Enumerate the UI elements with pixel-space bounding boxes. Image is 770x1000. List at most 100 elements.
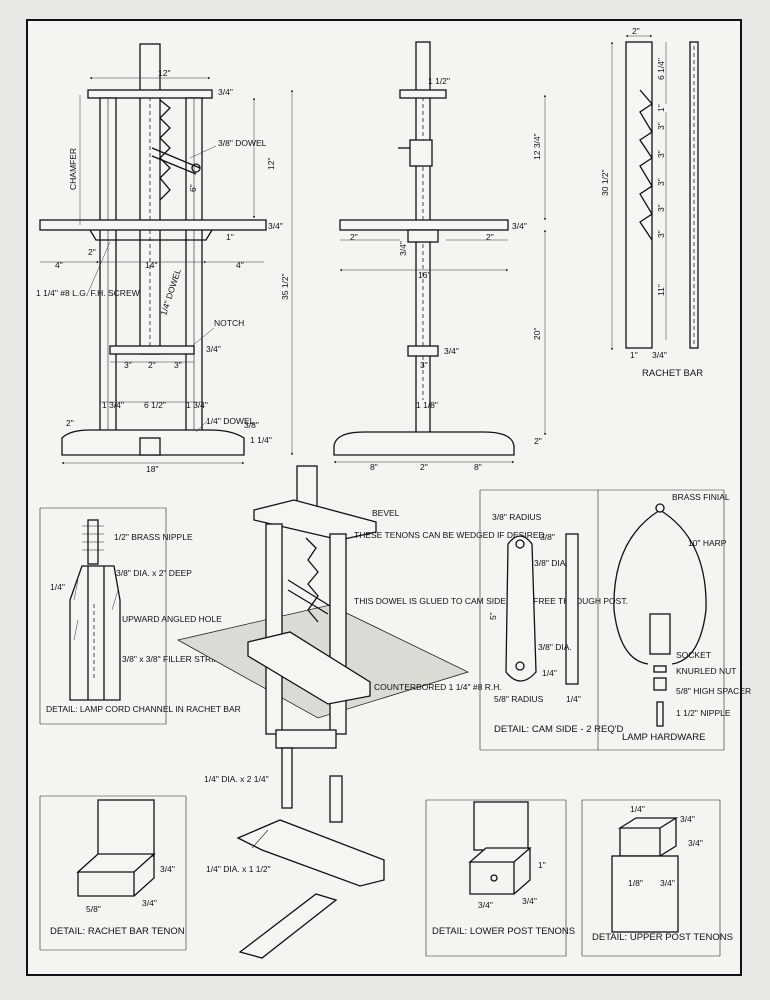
detail-cam-side: 3/8" RADIUS 3/8" DIA. 3/8" 5" 3/8" DIA. … [479, 489, 624, 751]
rachet-dim-s4: 3" [656, 178, 666, 186]
rachet-caption: RACHET BAR [642, 368, 703, 379]
cam-side-hole-bottom-off: 1/4" [542, 668, 557, 678]
front-dim-step: 6" [188, 184, 198, 192]
rachet-tenon-a: 5/8" [86, 904, 101, 914]
front-dim-post-left: 1 3/4" [102, 400, 124, 410]
lamp-caption: LAMP HARDWARE [622, 732, 705, 743]
side-shelf [339, 219, 509, 231]
side-dim-collar: 3/4" [444, 346, 459, 356]
side-dim-shelf-thick: 3/4" [512, 221, 527, 231]
front-dim-shelf-thick: 3/4" [268, 221, 283, 231]
detail-rachet-tenon: 3/4" 5/8" 3/4" DETAIL: RACHET BAR TENON [39, 795, 187, 951]
cam-side-hole-bottom: 3/8" DIA. [538, 642, 572, 652]
upper-tenon-d: 1/8" [628, 878, 643, 888]
lamp-finial: BRASS FINIAL [672, 492, 730, 502]
upper-tenon-c: 3/4" [688, 838, 703, 848]
assembly-dowel-note: THIS DOWEL IS GLUED TO CAM SIDES BUT FRE… [354, 596, 628, 606]
rachet-dim-s1: 1" [656, 104, 666, 112]
side-dim-base-mid: 2" [420, 462, 428, 472]
assembly-bevel: BEVEL [372, 508, 400, 518]
lamp-cord-bore: 3/8" DIA. x 2" DEEP [116, 568, 192, 578]
side-base [333, 431, 515, 456]
cam-side-caption: DETAIL: CAM SIDE - 2 REQ'D [494, 724, 624, 735]
cam-side-length: 5" [488, 612, 498, 620]
rachet-dim-bottom: 11" [656, 284, 666, 296]
front-dim-left-gap: 2" [88, 247, 96, 257]
front-dim-inner-width: 14" [145, 260, 157, 270]
cam-side-hole-top-off: 3/8" [540, 532, 555, 542]
lamp-nipple: 1 1/2" NIPPLE [676, 708, 731, 718]
cam-side-profile [505, 535, 537, 682]
upper-tenon-caption: DETAIL: UPPER POST TENONS [592, 932, 733, 943]
rachet-dim-foot-a: 1" [630, 350, 638, 360]
rachet-dim-width: 2" [632, 26, 640, 36]
side-dim-base-left: 8" [370, 462, 378, 472]
front-ratchet-teeth [159, 99, 171, 201]
rachet-dim-overall: 30 1/2" [600, 169, 610, 196]
front-dim-post-span: 6 1/2" [144, 400, 166, 410]
front-dim-overall-height: 35 1/2" [280, 273, 290, 300]
front-dim-rise: 12" [266, 158, 276, 170]
detail-lamp-cord: 1/2" BRASS NIPPLE 3/8" DIA. x 2" DEEP 1/… [39, 507, 241, 725]
front-label-chamfer: CHAMFER [68, 148, 78, 190]
lamp-socket-icon [649, 613, 671, 655]
assembly-dowel-a: 1/4" DIA. x 2 1/4" [204, 774, 269, 784]
lower-tenon-h: 1" [538, 860, 546, 870]
lamp-knurled: KNURLED NUT [676, 666, 736, 676]
upper-tenon-b: 3/4" [680, 814, 695, 824]
side-dim-base-right: 8" [474, 462, 482, 472]
side-clamp [409, 139, 433, 167]
side-top-cap [399, 89, 447, 99]
upper-tenon-e: 3/4" [660, 878, 675, 888]
front-dim-base-offset: 2" [66, 418, 74, 428]
lamp-socket: SOCKET [676, 650, 711, 660]
assembly-base-arm [236, 819, 385, 887]
front-top-cap [87, 89, 213, 99]
front-dim-top-width: 12" [158, 68, 170, 78]
side-dim-base-height: 2" [534, 436, 542, 446]
lamp-hardware: BRASS FINIAL 10" HARP SOCKET KNURLED NUT… [598, 489, 751, 751]
front-dim-overhang-left: 4" [55, 260, 63, 270]
side-dim-lower: 20" [532, 328, 542, 340]
lower-tenon-b: 3/4" [522, 896, 537, 906]
rachet-dim-s6: 3" [656, 230, 666, 238]
exploded-assembly: BEVEL THESE TENONS CAN BE WEDGED IF DESI… [176, 465, 628, 959]
lamp-cord-block [69, 565, 121, 701]
side-dim-right-edge: 2" [486, 232, 494, 242]
lamp-cord-caption: DETAIL: LAMP CORD CHANNEL IN RACHET BAR [46, 704, 241, 714]
front-shelf [39, 219, 267, 231]
assembly-tenons-note: THESE TENONS CAN BE WEDGED IF DESIRED [354, 530, 545, 540]
side-dim-post: 3" [420, 360, 428, 370]
front-dim-span-b: 2" [148, 360, 156, 370]
front-lower-collar [109, 345, 195, 355]
rachet-tenon-caption: DETAIL: RACHET BAR TENON [50, 926, 185, 937]
rachet-bar-view: 2" 6 1/4" 1" 3" 3" 3" 3" 3" 11" 30 1/2" … [600, 26, 703, 379]
assembly-collar [247, 631, 371, 705]
lamp-cord-bore-depth: 1/4" [50, 582, 65, 592]
side-dim-post-thick: 1 1/8" [416, 400, 438, 410]
assembly-top-cap [253, 499, 377, 541]
cam-side-edge [565, 533, 579, 685]
side-dim-bar-width: 1 1/2" [428, 76, 450, 86]
lamp-finial-icon [655, 503, 665, 513]
lamp-spacer: 5/8" HIGH SPACER [676, 686, 751, 696]
front-dim-top-thick: 3/4" [218, 87, 233, 97]
cam-side-radius-bottom: 5/8" RADIUS [494, 694, 544, 704]
rachet-tenon-h: 3/4" [160, 864, 175, 874]
side-dim-shelf-width: 16" [418, 270, 430, 280]
rachet-bar-face [625, 41, 653, 349]
rachet-dim-s3: 3" [656, 150, 666, 158]
lamp-cord-brass-nipple: 1/2" BRASS NIPPLE [114, 532, 193, 542]
rachet-dim-s5: 3" [656, 204, 666, 212]
rachet-dim-s2: 3" [656, 122, 666, 130]
lamp-harp-label: 10" HARP [688, 538, 727, 548]
cam-side-radius-top: 3/8" RADIUS [492, 512, 542, 522]
rachet-dim-foot-b: 3/4" [652, 350, 667, 360]
front-dim-span-c: 3" [174, 360, 182, 370]
assembly-counterbored: COUNTERBORED 1 1/4" #8 R.H. [374, 682, 502, 692]
front-dim-span-a: 3" [124, 360, 132, 370]
cam-side-hole-top: 3/8" DIA. [534, 558, 568, 568]
front-label-dowel-pin: 1/4" DOWEL [206, 416, 255, 426]
side-dim-left-edge: 2" [350, 232, 358, 242]
front-label-notch: NOTCH [214, 318, 244, 328]
